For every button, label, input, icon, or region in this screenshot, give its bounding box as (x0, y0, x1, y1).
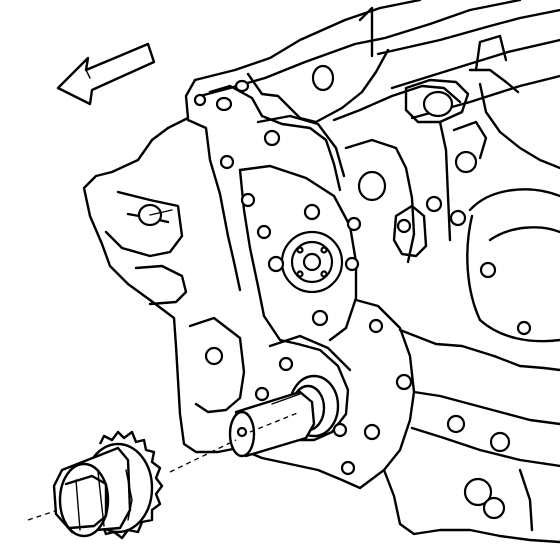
cam-boss (267, 203, 344, 327)
alignment-line (27, 411, 301, 521)
crankshaft-sprocket (52, 430, 164, 540)
direction-arrow-icon (56, 42, 156, 106)
engine-block (82, 0, 560, 544)
crankshaft-snout (228, 374, 340, 458)
